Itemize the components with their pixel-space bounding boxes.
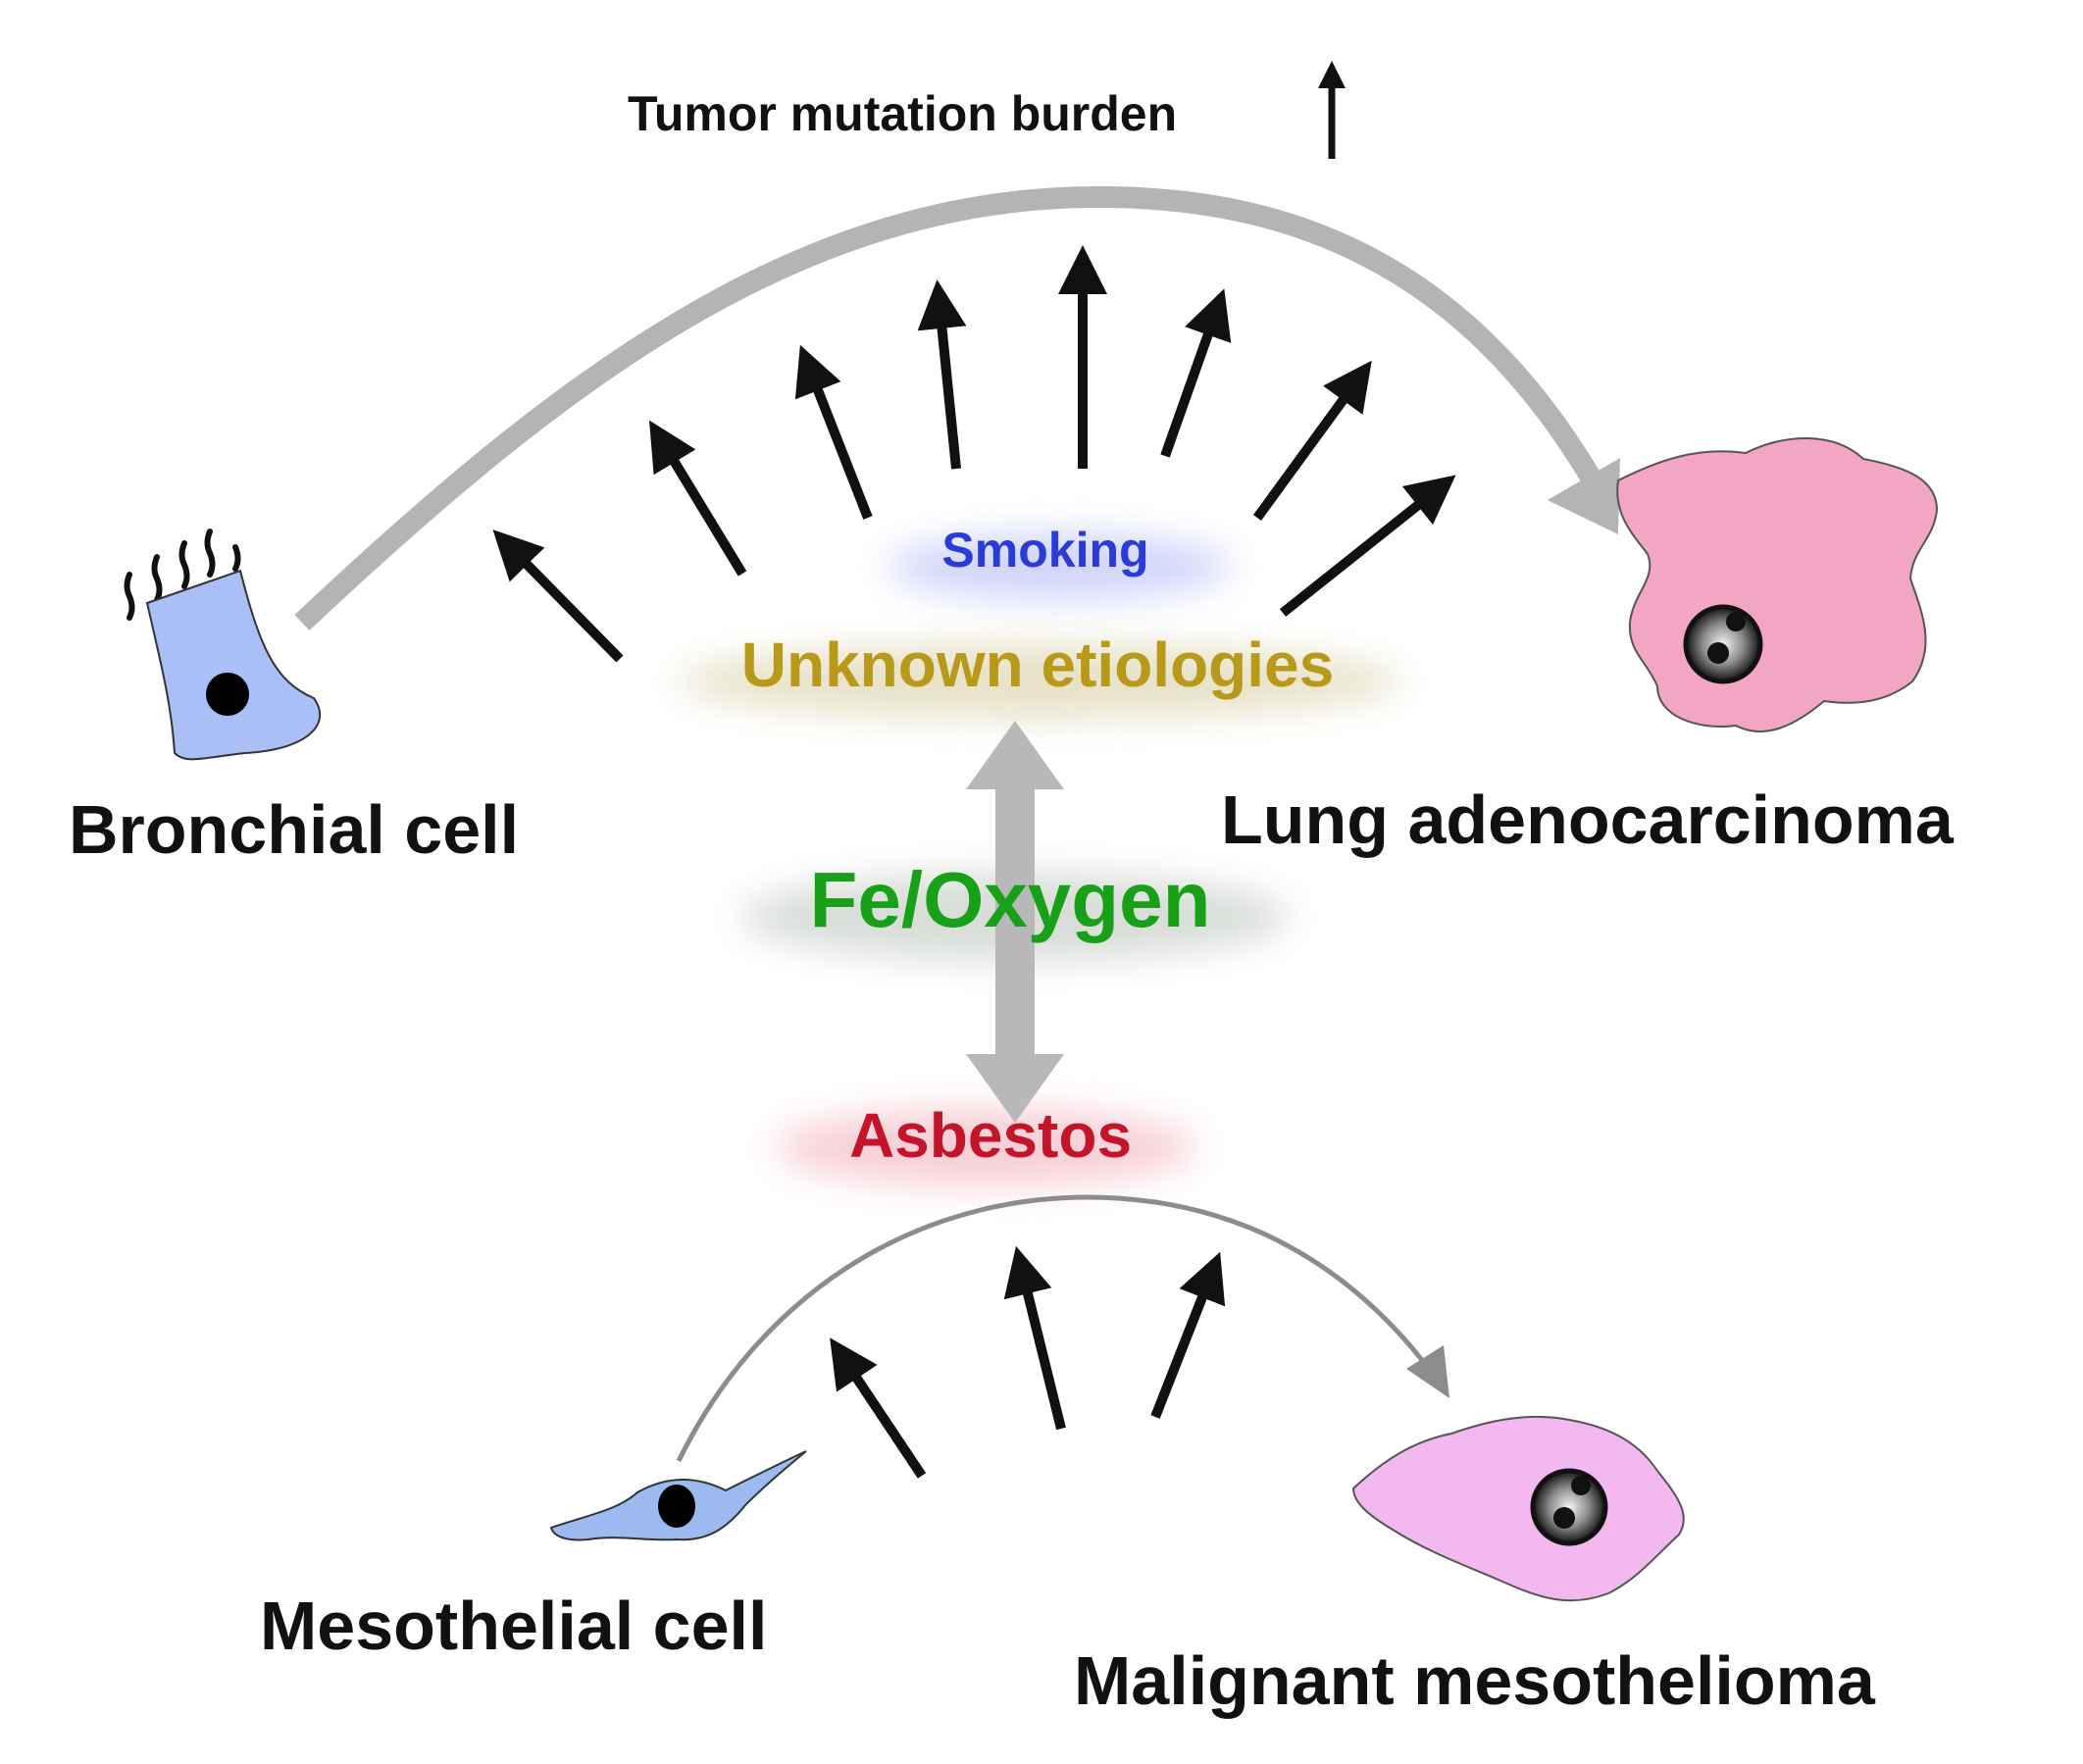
mesothelial-nucleus xyxy=(658,1485,695,1528)
mutation-arrow xyxy=(830,1337,927,1479)
smoking-label: Smoking xyxy=(941,523,1148,578)
lung-cell-nucleolus xyxy=(1726,612,1746,631)
lung-cell-body xyxy=(1616,437,1939,732)
lung-adenocarcinoma-label: Lung adenocarcinoma xyxy=(1221,781,1955,858)
meso-tumor-nucleus xyxy=(1530,1468,1608,1546)
mutation-arrow xyxy=(794,344,873,520)
mutation-arrow xyxy=(917,279,967,470)
lung-progression-arc xyxy=(294,185,1608,631)
double-arrow-shaft xyxy=(995,775,1035,1069)
tmb-arrow-head xyxy=(1318,61,1346,88)
lung-progression-arrowhead xyxy=(1548,458,1620,534)
bronchial-cell xyxy=(124,529,321,761)
double-arrow-head-down xyxy=(966,1054,1064,1123)
lung-progression-arrow xyxy=(294,185,1620,631)
meso-tumor-nucleolus xyxy=(1571,1476,1591,1495)
mesothelial-cell-label: Mesothelial cell xyxy=(260,1588,767,1664)
tmb-label: Tumor mutation burden xyxy=(628,86,1177,141)
mutation-arrow xyxy=(1160,288,1232,458)
mesothelial-cell xyxy=(549,1450,807,1541)
cilia xyxy=(124,529,241,621)
bronchial-cell-label: Bronchial cell xyxy=(69,791,519,868)
label-glows xyxy=(677,533,1402,1186)
smoking-glow xyxy=(888,533,1231,600)
meso-progression-arc xyxy=(676,1194,1434,1463)
malignant-mesothelioma-cell xyxy=(1351,1415,1685,1602)
lung-mutation-arrows xyxy=(492,245,1456,663)
meso-mutation-arrows xyxy=(830,1245,1226,1479)
unknown-etiologies-label: Unknown etiologies xyxy=(741,630,1334,700)
mutation-arrow xyxy=(1150,1251,1226,1419)
mutation-arrow xyxy=(649,420,747,577)
mutation-arrow xyxy=(492,529,624,663)
fe-oxygen-double-arrow xyxy=(966,721,1064,1123)
lung-cell-nucleolus xyxy=(1707,642,1729,664)
meso-progression-arrow xyxy=(676,1194,1449,1463)
mutation-arrow xyxy=(1279,475,1456,617)
malignant-mesothelioma-label: Malignant mesothelioma xyxy=(1074,1642,1876,1719)
lung-adenocarcinoma-cell xyxy=(1616,437,1939,732)
bronchial-cell-body xyxy=(145,569,321,761)
asbestos-label: Asbestos xyxy=(849,1100,1132,1171)
mutation-arrow xyxy=(1003,1245,1066,1431)
bronchial-nucleus xyxy=(206,673,249,716)
meso-tumor-body xyxy=(1351,1415,1685,1602)
meso-tumor-nucleolus xyxy=(1553,1507,1575,1529)
double-arrow-head-up xyxy=(966,721,1064,789)
fe-oxygen-label: Fe/Oxygen xyxy=(809,856,1210,943)
meso-progression-arrowhead xyxy=(1406,1345,1449,1398)
tmb-up-arrow xyxy=(1318,61,1346,159)
mutation-arrow xyxy=(1252,360,1372,521)
unknown-glow xyxy=(677,644,1402,719)
asbestos-glow xyxy=(775,1108,1196,1186)
